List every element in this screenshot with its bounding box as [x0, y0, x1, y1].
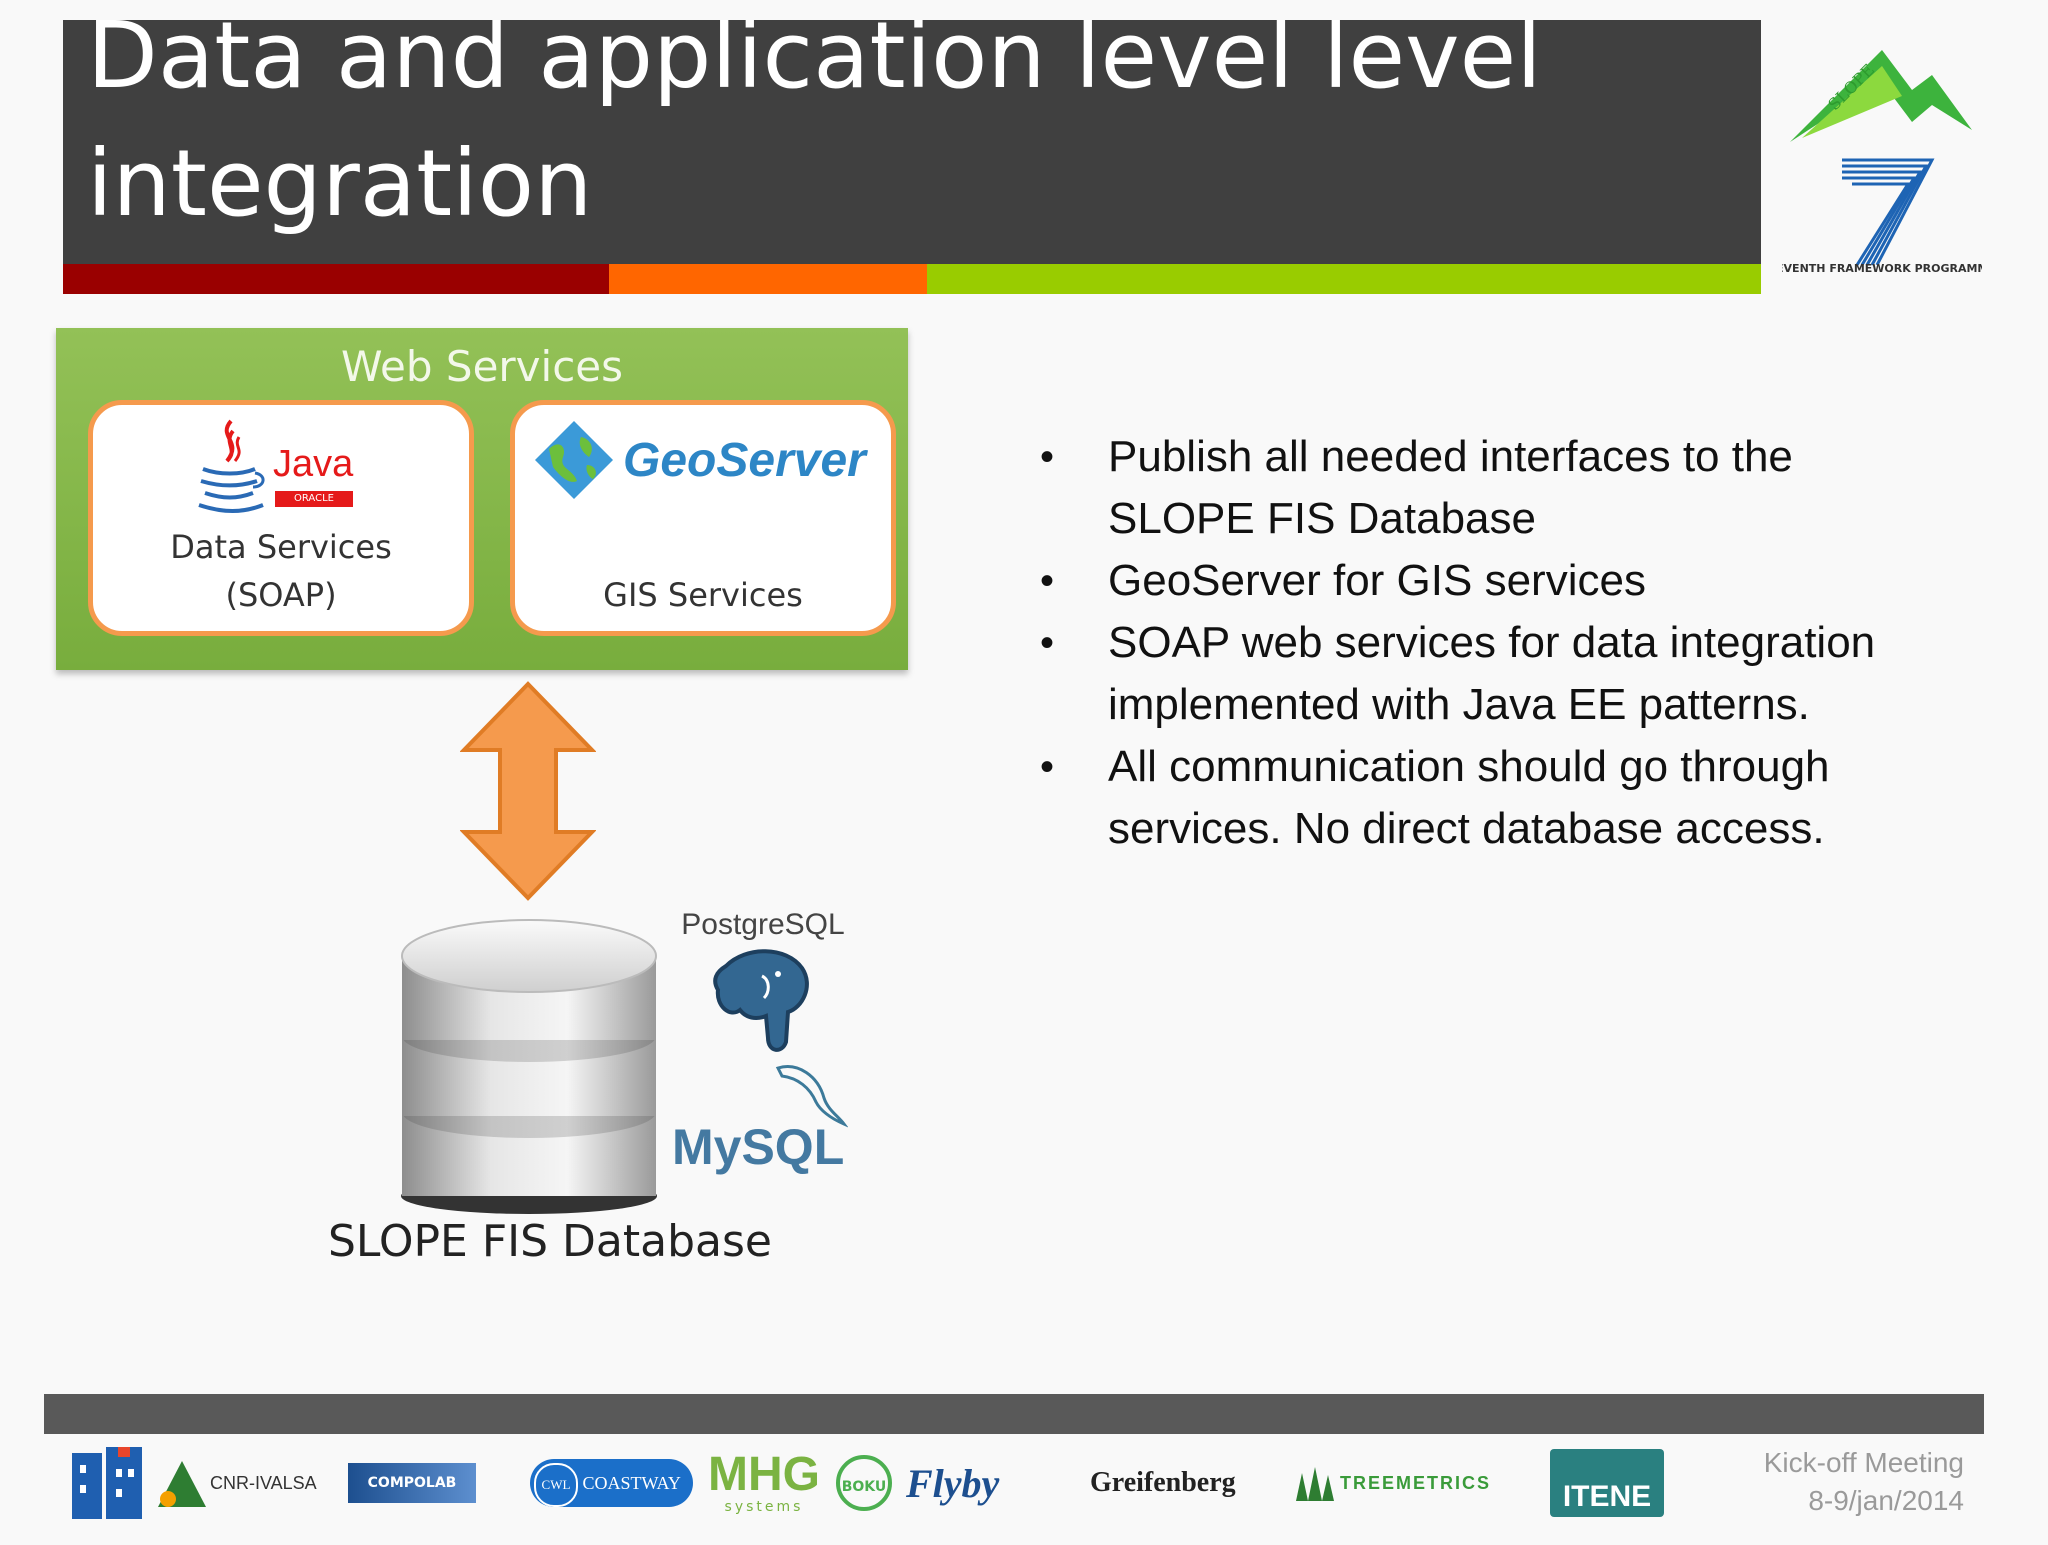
- postgres-elephant-icon: [713, 949, 809, 1052]
- web-services-panel: Web Services Java ORACLE Data Services (…: [56, 328, 908, 670]
- web-services-title: Web Services: [340, 342, 624, 391]
- bullet-list: Publish all needed interfaces to the SLO…: [1040, 426, 1940, 860]
- database-icon: [401, 919, 657, 1214]
- accent-red: [63, 264, 609, 294]
- flyby-logo: Flyby: [906, 1440, 999, 1526]
- postgresql-logo-text: PostgreSQL: [681, 908, 845, 941]
- mysql-logo-text: MySQL: [672, 1119, 845, 1175]
- cnr-ivalsa-logo: CNR-IVALSA: [154, 1440, 317, 1526]
- mhg-systems-text: systems: [724, 1499, 804, 1515]
- gis-services-box: GeoServer GIS Services: [510, 400, 896, 636]
- footer-meeting-info: Kick-off Meeting 8-9/jan/2014: [1680, 1444, 1964, 1520]
- double-arrow-icon: [460, 681, 596, 901]
- mhg-logo: MHG systems: [708, 1440, 820, 1526]
- treemetrics-logo: TREEMETRICS: [1290, 1440, 1491, 1526]
- mhg-text: MHG: [708, 1448, 820, 1501]
- cwl-text: CWL: [534, 1462, 578, 1507]
- meeting-date: 8-9/jan/2014: [1808, 1485, 1964, 1516]
- meeting-label: Kick-off Meeting: [1763, 1447, 1964, 1478]
- bullet-item: All communication should go through serv…: [1040, 736, 1940, 860]
- trees-icon: [1296, 1467, 1334, 1501]
- data-services-soap-label: (SOAP): [225, 576, 337, 614]
- itene-logo: ITENE: [1550, 1440, 1664, 1526]
- itene-text: ITENE: [1550, 1449, 1664, 1517]
- bullet-item: GeoServer for GIS services: [1040, 550, 1940, 612]
- flyby-text: Flyby: [906, 1460, 1000, 1506]
- compolab-text: COMPOLAB: [348, 1463, 476, 1503]
- java-cup-icon: [198, 419, 265, 513]
- mysql-logo: MySQL: [668, 1058, 858, 1180]
- boku-logo: BOKU: [836, 1440, 892, 1526]
- greifenberg-logo: Greifenberg: [1090, 1440, 1236, 1526]
- coastway-text: COASTWAY: [582, 1473, 681, 1493]
- accent-green: [927, 264, 1761, 294]
- data-services-label: Data Services: [170, 528, 392, 566]
- data-services-box: Java ORACLE Data Services (SOAP): [88, 400, 474, 636]
- building-logo: [70, 1440, 146, 1526]
- cwl-coastway-logo: CWL COASTWAY: [530, 1440, 693, 1526]
- boku-text: BOKU: [836, 1455, 892, 1511]
- fp7-logo: SEVENTH FRAMEWORK PROGRAMME: [1782, 158, 1982, 275]
- footer-bar: [44, 1394, 1984, 1434]
- compolab-logo: COMPOLAB: [348, 1440, 476, 1526]
- title-bar: Data and application level level integra…: [63, 20, 1761, 264]
- geoserver-logo-text: GeoServer: [623, 434, 866, 487]
- gis-services-label: GIS Services: [603, 576, 803, 614]
- cnr-ivalsa-text: CNR-IVALSA: [210, 1472, 317, 1493]
- building-icon: [72, 1447, 142, 1519]
- postgresql-logo: PostgreSQL: [668, 908, 858, 1058]
- accent-orange: [609, 264, 927, 294]
- partner-logos: CNR-IVALSA COMPOLAB CWL COASTWAY MHG sys…: [60, 1440, 1700, 1530]
- svg-text:SEVENTH FRAMEWORK PROGRAMME: SEVENTH FRAMEWORK PROGRAMME: [1782, 262, 1982, 275]
- treemetrics-text: TREEMETRICS: [1340, 1472, 1492, 1493]
- database-label: SLOPE FIS Database: [328, 1216, 772, 1267]
- slope-logo: SLOPE: [1790, 50, 1972, 142]
- mountain-icon: [158, 1461, 206, 1507]
- bullet-item: Publish all needed interfaces to the SLO…: [1040, 426, 1940, 550]
- mysql-dolphin-icon: [775, 1065, 848, 1128]
- java-logo-text: Java: [273, 443, 354, 485]
- accent-strip: [63, 264, 1761, 294]
- geoserver-globe-icon: [535, 421, 613, 499]
- bullet-item: SOAP web services for data integration i…: [1040, 612, 1940, 736]
- slide-title: Data and application level level integra…: [87, 20, 1542, 237]
- oracle-badge: ORACLE: [275, 491, 353, 507]
- greifenberg-text: Greifenberg: [1090, 1467, 1236, 1498]
